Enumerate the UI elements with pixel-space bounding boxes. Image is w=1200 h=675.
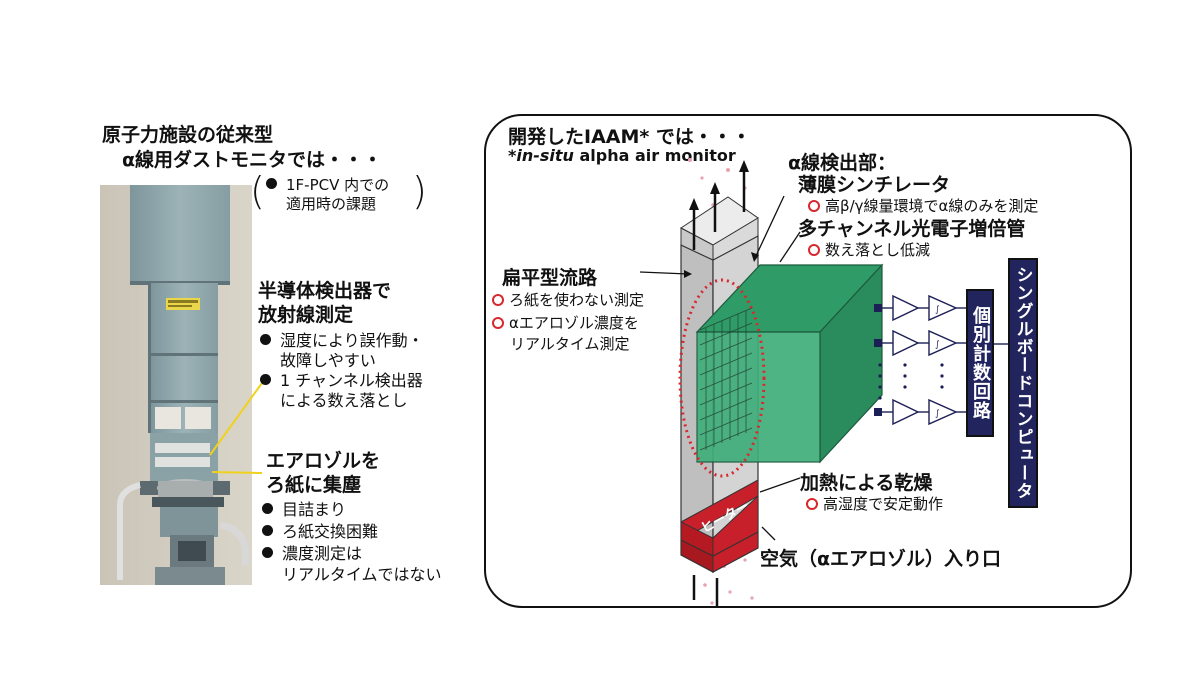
aerosol-item-2: ろ紙交換困難 — [262, 518, 378, 542]
aerosol-item-2-text: ろ紙交換困難 — [282, 522, 379, 541]
scintillator-grid — [699, 307, 753, 451]
aerosol-item-1: 目詰まり — [262, 496, 346, 520]
right-pointer-lines — [639, 195, 801, 541]
issue-line2: 適用時の課題 — [286, 195, 377, 213]
issue-line1: 1F-PCV 内での — [266, 174, 389, 195]
svg-text:∫: ∫ — [935, 305, 940, 315]
semi-bullet-2 — [260, 374, 271, 385]
left-title-line2: α線用ダストモニタでは・・・ — [122, 149, 383, 171]
pmt-circle-icon — [808, 244, 820, 256]
aerosol-title2: ろ紙に集塵 — [266, 474, 362, 496]
aerosol-item-3-text: 濃度測定は — [282, 544, 363, 563]
single-board-computer-box: シングルボードコンピュータ — [1008, 258, 1038, 508]
iaam-title: 開発したIAAM* では・・・ — [508, 126, 751, 148]
heat-circle-icon — [806, 498, 818, 510]
flow-circle-icon-1 — [492, 294, 504, 306]
detector-title: α線検出部： — [788, 152, 897, 174]
issue-bracket-open: ( — [250, 169, 265, 213]
flow-point-1: ろ紙を使わない測定 — [492, 289, 644, 310]
aerosol-bullet-2 — [262, 525, 273, 536]
subtitle-rest: alpha air monitor — [573, 146, 736, 165]
scint-title: 薄膜シンチレータ — [798, 174, 951, 196]
heat-title: 加熱による乾燥 — [800, 472, 933, 494]
scint-point-text: 高β/γ線量環境でα線のみを測定 — [825, 197, 1039, 215]
flow-title: 扁平型流路 — [502, 267, 598, 289]
individual-counter-box: 個別計数回路 — [966, 289, 994, 437]
subtitle-prefix: * — [508, 146, 517, 165]
aerosol-bullet-1 — [262, 503, 273, 514]
semi-item-2: 1 チャンネル検出器 — [260, 367, 423, 391]
heat-point: 高湿度で安定動作 — [806, 493, 943, 514]
iaam-subtitle: *in-situ alpha air monitor — [508, 146, 736, 165]
svg-text:∫: ∫ — [935, 409, 940, 419]
flow-region-ellipse — [678, 278, 766, 478]
scint-circle-icon — [808, 200, 820, 212]
aerosol-item-3b: リアルタイムではない — [282, 565, 442, 584]
semi-title1: 半導体検出器で — [258, 280, 392, 302]
semi-item-1-text: 湿度により誤作動・ — [280, 331, 424, 350]
dust-monitor-photo — [100, 185, 252, 585]
pmt-point: 数え落とし低減 — [808, 239, 930, 260]
svg-text:∫: ∫ — [935, 340, 940, 350]
pmt-point-text: 数え落とし低減 — [825, 241, 931, 259]
channel-electronics: ∫ ∫ ∫ — [874, 294, 1010, 426]
flow-circle-icon-2 — [492, 317, 504, 329]
semi-item-2-text: 1 チャンネル検出器 — [280, 371, 423, 390]
semi-item-2b: による数え落とし — [280, 391, 408, 410]
pmt-title: 多チャンネル光電子増倍管 — [798, 218, 1026, 240]
airflow-arrows — [689, 160, 749, 608]
semi-title2: 放射線測定 — [258, 304, 354, 326]
issue-bracket-close: ) — [412, 169, 427, 213]
semi-bullet-1 — [260, 334, 271, 345]
semi-item-1b: 故障しやすい — [280, 351, 376, 370]
semi-item-1: 湿度により誤作動・ — [260, 327, 424, 351]
subtitle-italic: in-situ — [516, 146, 574, 165]
aerosol-bullet-3 — [262, 547, 273, 558]
issue-text1: 1F-PCV 内での — [286, 176, 390, 194]
aerosol-item-1-text: 目詰まり — [282, 500, 347, 519]
flow-point-2-text: αエアロゾル濃度を — [509, 314, 639, 332]
scint-point: 高β/γ線量環境でα線のみを測定 — [808, 195, 1038, 216]
flow-point-1-text: ろ紙を使わない測定 — [509, 291, 645, 309]
air-inlet-label: 空気（αエアロゾル）入り口 — [760, 548, 1002, 570]
aerosol-item-3: 濃度測定は — [262, 540, 362, 564]
flow-point-2: αエアロゾル濃度を — [492, 312, 639, 333]
issue-bullet — [266, 178, 277, 189]
heat-point-text: 高湿度で安定動作 — [823, 495, 944, 513]
iaam-frame — [484, 114, 1132, 608]
left-title-line1: 原子力施設の従来型 — [102, 124, 274, 146]
aerosol-title1: エアロゾルを — [266, 450, 381, 472]
flow-point-2b: リアルタイム測定 — [510, 335, 630, 353]
